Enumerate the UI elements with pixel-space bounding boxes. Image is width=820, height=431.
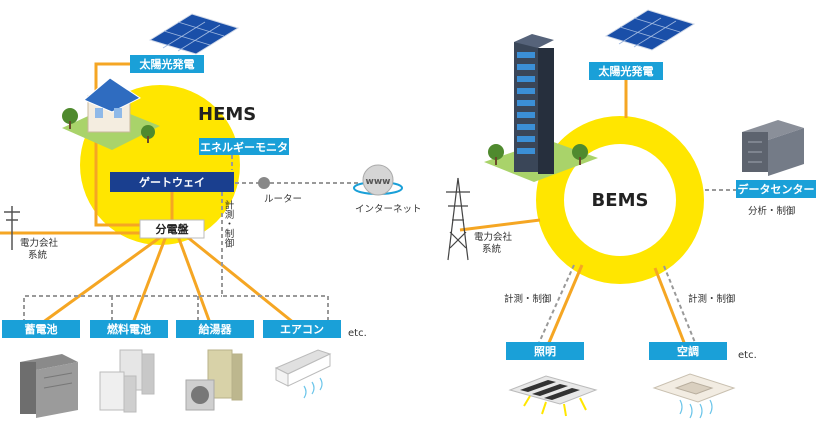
bems-control-lines — [537, 189, 740, 346]
fuel-cell-icon — [99, 349, 155, 413]
bems-grid-label-text: 電力会社 — [474, 231, 513, 243]
gateway-label: ゲートウェイ — [139, 175, 205, 189]
hems-measure-label: 計測・制御 — [223, 199, 235, 248]
aircon-label-box — [649, 342, 727, 360]
hems-title: HEMS — [198, 104, 256, 125]
hems-control-lines — [23, 155, 360, 323]
datacenter-label-box — [736, 180, 816, 198]
data-center-server-icon — [742, 120, 804, 176]
internet-globe-icon: www — [353, 164, 403, 196]
appliance-label-1: 燃料電池 — [106, 322, 151, 336]
energy-monitor-label: エネルギーモニタ — [200, 140, 288, 154]
appliance-box-3 — [263, 320, 341, 338]
bems-power-lines — [459, 80, 687, 346]
hems-grid-label: 電力会社 系統 — [20, 237, 61, 261]
internet-label: インターネット — [355, 204, 422, 215]
aircon-label: 空調 — [677, 344, 699, 358]
appliance-box-1 — [90, 320, 168, 338]
storage-battery-icon — [20, 354, 78, 418]
hems-solar-panel-icon — [148, 13, 240, 55]
analysis-label: 分析・制御 — [748, 205, 796, 217]
hems-solar-label-box — [130, 55, 204, 73]
house-icon — [62, 77, 160, 150]
bems-measure-right-label: 計測・制御 — [688, 293, 736, 305]
router-label: ルーター — [264, 194, 302, 205]
hems-etc-label: etc. — [348, 328, 367, 339]
distribution-board-label: 分電盤 — [156, 222, 190, 236]
appliance-box-0 — [2, 320, 80, 338]
appliance-box-2 — [176, 320, 254, 338]
office-building-icon — [484, 34, 598, 182]
bems-solar-label: 太陽光発電 — [598, 64, 654, 78]
water-heater-icon — [185, 349, 243, 411]
power-pole-icon — [4, 206, 20, 250]
appliance-label-0: 蓄電池 — [25, 322, 58, 336]
www-label: www — [366, 177, 391, 187]
ceiling-air-conditioner-icon — [652, 373, 736, 419]
bems-grid-label-text-line2: 系統 — [482, 243, 502, 255]
ceiling-light-icon — [508, 375, 598, 417]
datacenter-label: データセンター — [738, 182, 815, 196]
bems-solar-panel-icon — [604, 9, 696, 51]
hems-solar-label: 太陽光発電 — [139, 57, 195, 71]
appliance-label-2: 給湯器 — [199, 322, 233, 336]
energy-monitor-box — [199, 138, 289, 155]
bems-grid-label: 電力会社 系統 — [474, 231, 515, 255]
lighting-label: 照明 — [534, 345, 556, 358]
appliance-label-3: エアコン — [280, 323, 324, 336]
bems-etc-label: etc. — [738, 350, 757, 361]
bems-title: BEMS — [592, 190, 649, 211]
transmission-tower-icon — [446, 177, 470, 261]
distribution-board-box — [139, 219, 205, 239]
air-conditioner-icon — [274, 349, 332, 399]
hems-grid-label-text: 電力会社 — [20, 237, 59, 249]
bems-measure-left-label: 計測・制御 — [504, 293, 552, 305]
hems-grid-label-text-line2: 系統 — [28, 249, 48, 261]
lighting-label-box — [506, 342, 584, 360]
bems-solar-label-box — [589, 62, 663, 80]
router-icon — [258, 177, 270, 189]
appliance-labels: 蓄電池 燃料電池 給湯器 エアコン — [2, 320, 341, 338]
bems-ring — [536, 116, 704, 284]
hems-power-lines — [0, 62, 295, 325]
gateway-box — [110, 172, 234, 192]
